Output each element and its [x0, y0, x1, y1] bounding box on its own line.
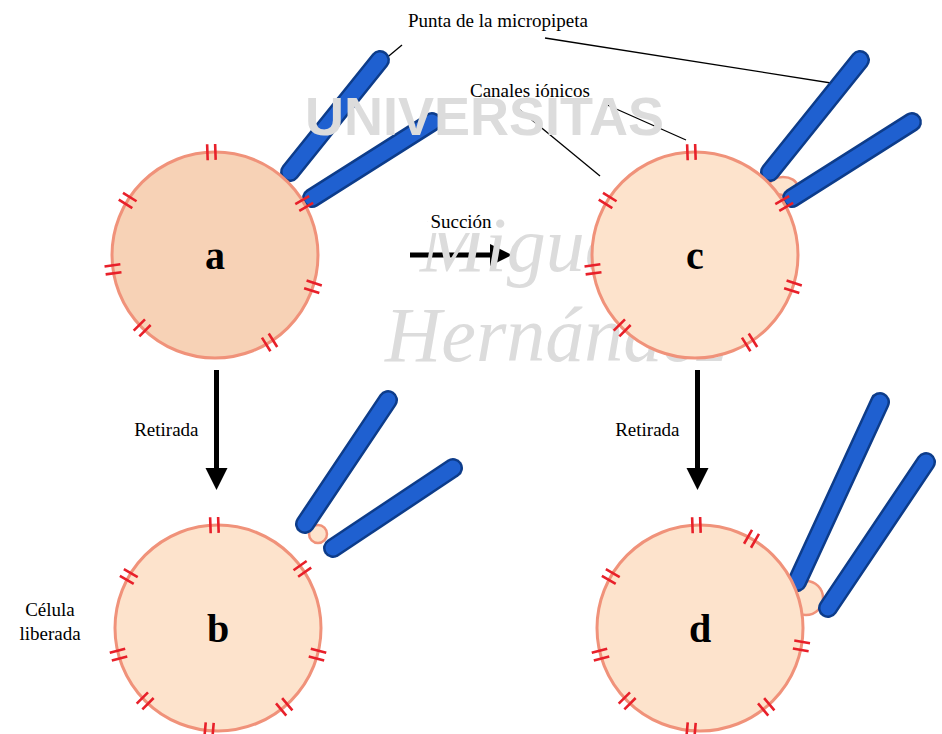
arrow-connector	[687, 370, 709, 490]
arrow-label: Succión	[428, 211, 493, 233]
cell-circle: b	[113, 523, 323, 733]
ion-channel	[599, 193, 617, 208]
ion-channel	[204, 722, 213, 734]
ion-channel	[105, 264, 122, 274]
ion-channel	[134, 319, 151, 336]
micropipettes	[290, 60, 926, 608]
ion-channel	[304, 281, 322, 294]
ion-channel	[294, 561, 312, 577]
ion-channel	[687, 144, 696, 160]
arrow-label: Retirada	[613, 419, 681, 441]
cell-membrane	[115, 525, 321, 731]
ion-channel	[602, 569, 620, 584]
ion-channel	[119, 193, 137, 208]
ion-channel	[120, 569, 138, 584]
ion-channel	[262, 333, 277, 351]
ion-channel	[742, 333, 757, 351]
arrow-connector	[206, 370, 228, 490]
cell-letter: a	[205, 232, 225, 279]
cell-circle: c	[590, 150, 800, 360]
callout-label: Canales iónicos	[470, 80, 590, 102]
side-label: Célula liberada	[6, 598, 94, 646]
cell-letter: d	[689, 605, 711, 652]
ion-channel	[619, 692, 636, 709]
leader-line	[515, 106, 600, 176]
leader-line	[545, 38, 850, 86]
cell-membrane	[112, 152, 318, 358]
ion-channel	[210, 517, 219, 533]
callout-label: Punta de la micropipeta	[408, 10, 588, 32]
ion-channel	[295, 196, 313, 211]
ion-channel	[207, 144, 216, 160]
cell-membrane	[597, 525, 803, 731]
ion-channel	[784, 281, 802, 294]
ion-channel	[614, 319, 631, 336]
ion-channel	[793, 641, 810, 652]
ion-channel	[758, 698, 774, 715]
arrow-connector	[410, 244, 512, 266]
ion-channel	[744, 530, 759, 548]
ion-channel	[137, 692, 154, 709]
ion-channel	[276, 698, 292, 715]
ion-channel	[110, 649, 128, 661]
cell-letter: b	[207, 605, 229, 652]
ion-channel	[692, 517, 701, 533]
ion-channel	[686, 722, 695, 734]
cell-membrane	[592, 152, 798, 358]
ion-channel	[592, 649, 610, 661]
ion-channel	[585, 264, 602, 274]
cell-circle: d	[595, 523, 805, 733]
cell-circle: a	[110, 150, 320, 360]
ion-channel	[309, 649, 327, 661]
leader-line	[605, 104, 686, 140]
cell-letter: c	[686, 232, 704, 279]
ion-channel	[775, 196, 793, 211]
arrow-label: Retirada	[132, 419, 200, 441]
